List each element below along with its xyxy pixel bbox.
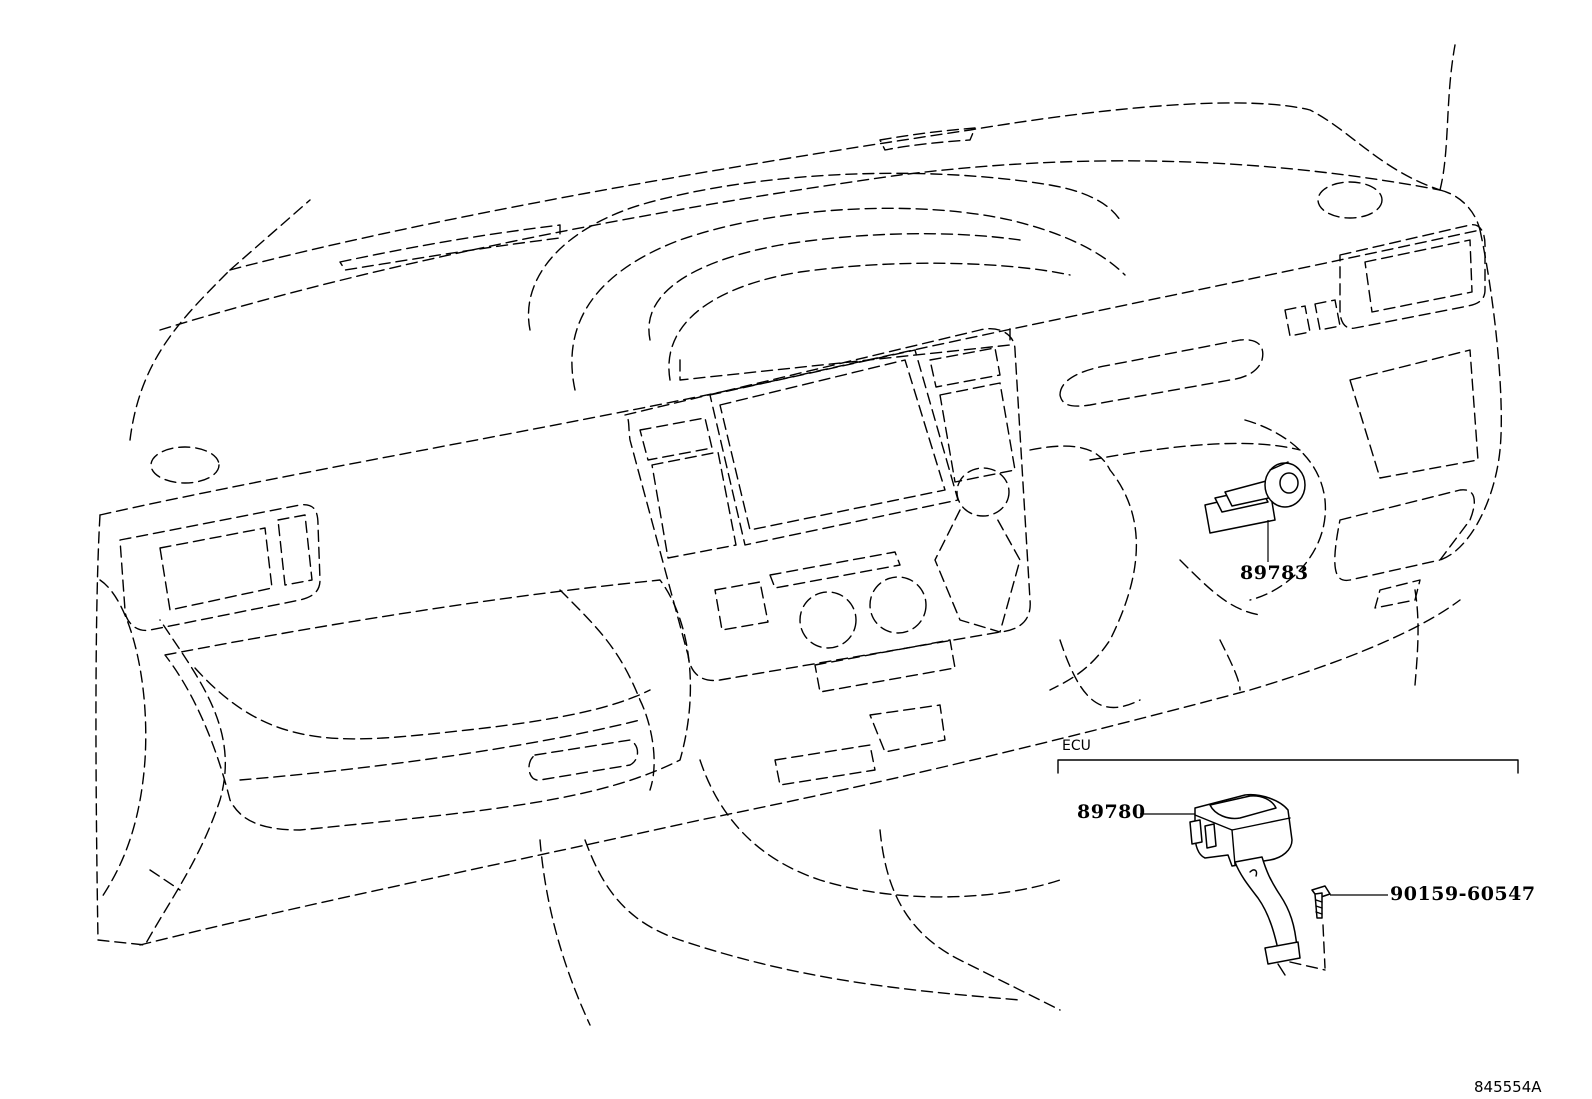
ecu-module bbox=[1189, 793, 1326, 976]
ecu-group-label: ECU bbox=[1062, 738, 1091, 754]
ecu-group-bracket bbox=[1057, 759, 1519, 774]
ignition-switch-assembly bbox=[1204, 461, 1306, 534]
callout-90159-60547: 90159-60547 bbox=[1390, 883, 1536, 905]
instrument-panel-outline bbox=[95, 44, 1502, 1026]
callout-89783: 89783 bbox=[1240, 562, 1309, 584]
figure-code: 845554A bbox=[1474, 1078, 1542, 1096]
screw bbox=[1311, 885, 1331, 969]
callout-89780: 89780 bbox=[1077, 801, 1146, 823]
leader-lines bbox=[1140, 520, 1388, 896]
